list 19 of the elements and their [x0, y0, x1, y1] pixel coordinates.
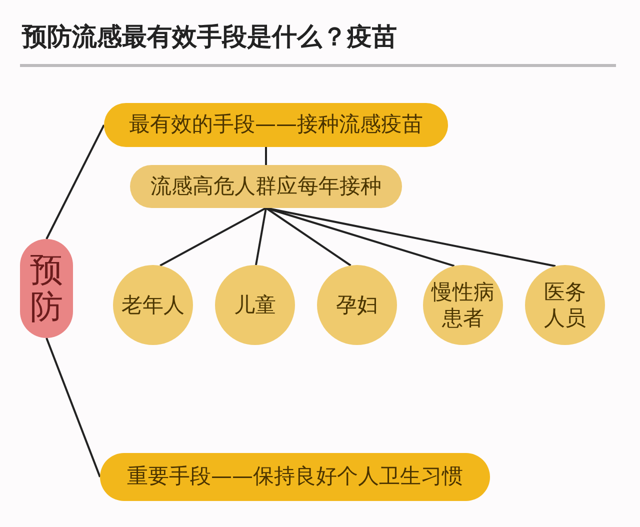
node-text: 流感高危人群应每年接种: [150, 174, 382, 200]
connector-line: [255, 208, 267, 266]
connector-line: [265, 147, 267, 165]
node-text: 最有效的手段——接种流感疫苗: [129, 112, 423, 138]
node-text: 重要手段——保持良好个人卫生习惯: [127, 464, 463, 490]
node-text: 孕妇: [335, 292, 379, 318]
node-text: 预防: [30, 252, 63, 325]
node-text: 医务人员: [543, 278, 587, 332]
node-text: 慢性病患者: [430, 278, 496, 332]
connector-line: [265, 207, 352, 266]
node-text: 老年人: [120, 292, 186, 318]
rounded-box: [130, 165, 402, 208]
connector-line: [160, 207, 266, 266]
connector-line: [46, 338, 101, 478]
title: 预防流感最有效手段是什么？疫苗: [22, 22, 397, 52]
rounded-box: [104, 103, 448, 147]
rounded-box: [100, 453, 490, 501]
connector-line: [46, 124, 105, 240]
node-text: 儿童: [233, 292, 277, 318]
